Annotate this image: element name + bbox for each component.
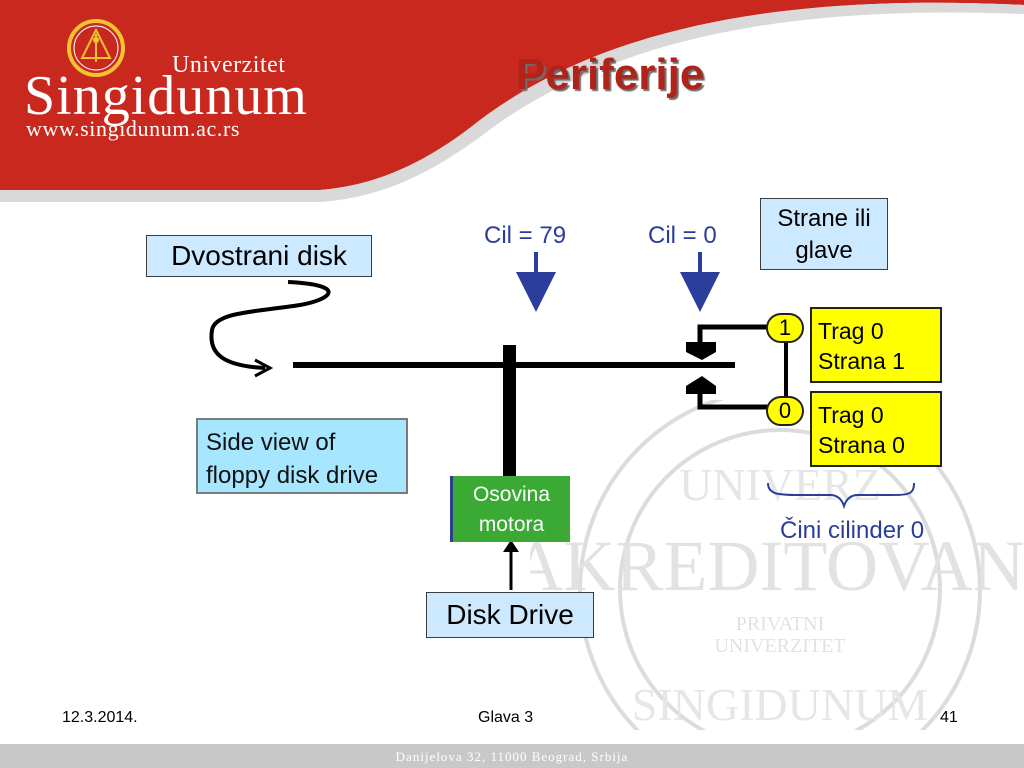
trag1-line-1: Trag 0 (818, 318, 884, 344)
label-osovina-motora: Osovina motora (450, 476, 570, 542)
svg-text:UNIVERZ: UNIVERZ (679, 459, 881, 510)
label-cil-0: Cil = 0 (648, 222, 717, 249)
accreditation-watermark: AKREDITOVANI PRIVATNI UNIVERZITET UNIVER… (530, 400, 1024, 730)
footer-date: 12.3.2014. (62, 709, 138, 726)
label-disk-drive: Disk Drive (426, 592, 594, 638)
side-view-line-1: Side view of (206, 429, 336, 456)
svg-text:SINGIDUNUM: SINGIDUNUM (632, 679, 928, 730)
curved-pointer-arrowhead (254, 358, 274, 378)
head-badge-1: 1 (766, 313, 804, 343)
cylinder-brace (767, 482, 915, 510)
label-strane-text: Strane ili glave (777, 205, 871, 264)
upper-head (686, 342, 716, 360)
head-badge-0: 0 (766, 396, 804, 426)
crest-icon (67, 19, 125, 77)
svg-text:PRIVATNI: PRIVATNI (736, 613, 825, 635)
svg-text:AKREDITOVANI: AKREDITOVANI (530, 526, 1024, 606)
trag0-line-1: Trag 0 (818, 402, 884, 428)
footer-band: Danijelova 32, 11000 Beograd, Srbija (0, 744, 1024, 768)
osovina-line-1: Osovina (472, 483, 551, 506)
svg-text:UNIVERZITET: UNIVERZITET (714, 635, 845, 657)
side-view-line-2: floppy disk drive (206, 462, 379, 489)
spindle (503, 345, 516, 476)
lower-head (686, 376, 716, 394)
trag0-line-2: Strana 0 (818, 432, 905, 458)
osovina-line-2: motora (478, 513, 545, 536)
lower-head-arm (697, 394, 786, 410)
label-dvostrani-disk: Dvostrani disk (146, 235, 372, 277)
logo-university-word: Univerzitet (172, 52, 286, 78)
curved-pointer-line (209, 280, 331, 370)
header-band (0, 0, 1024, 203)
trag1-line-2: Strana 1 (818, 348, 905, 374)
logo-name: Singidunum (24, 65, 308, 127)
arrow-to-shaft-head (503, 540, 519, 552)
label-trag-strana-1: Trag 0 Strana 1 (810, 307, 942, 383)
logo-url: www.singidunum.ac.rs (26, 116, 241, 141)
footer-address: Danijelova 32, 11000 Beograd, Srbija (395, 749, 629, 764)
label-side-view: Side view of floppy disk drive (196, 418, 408, 494)
upper-head-arm (697, 324, 786, 342)
label-strane-ili-glave: Strane ili glave (760, 198, 888, 270)
footer-chapter: Glava 3 (478, 709, 534, 726)
footer-page-number: 41 (940, 709, 958, 726)
label-cini-cilinder: Čini cilinder 0 (780, 517, 925, 544)
label-trag-strana-0: Trag 0 Strana 0 (810, 391, 942, 467)
label-cil-79: Cil = 79 (484, 222, 567, 249)
slide-title: Periferije (516, 50, 705, 99)
